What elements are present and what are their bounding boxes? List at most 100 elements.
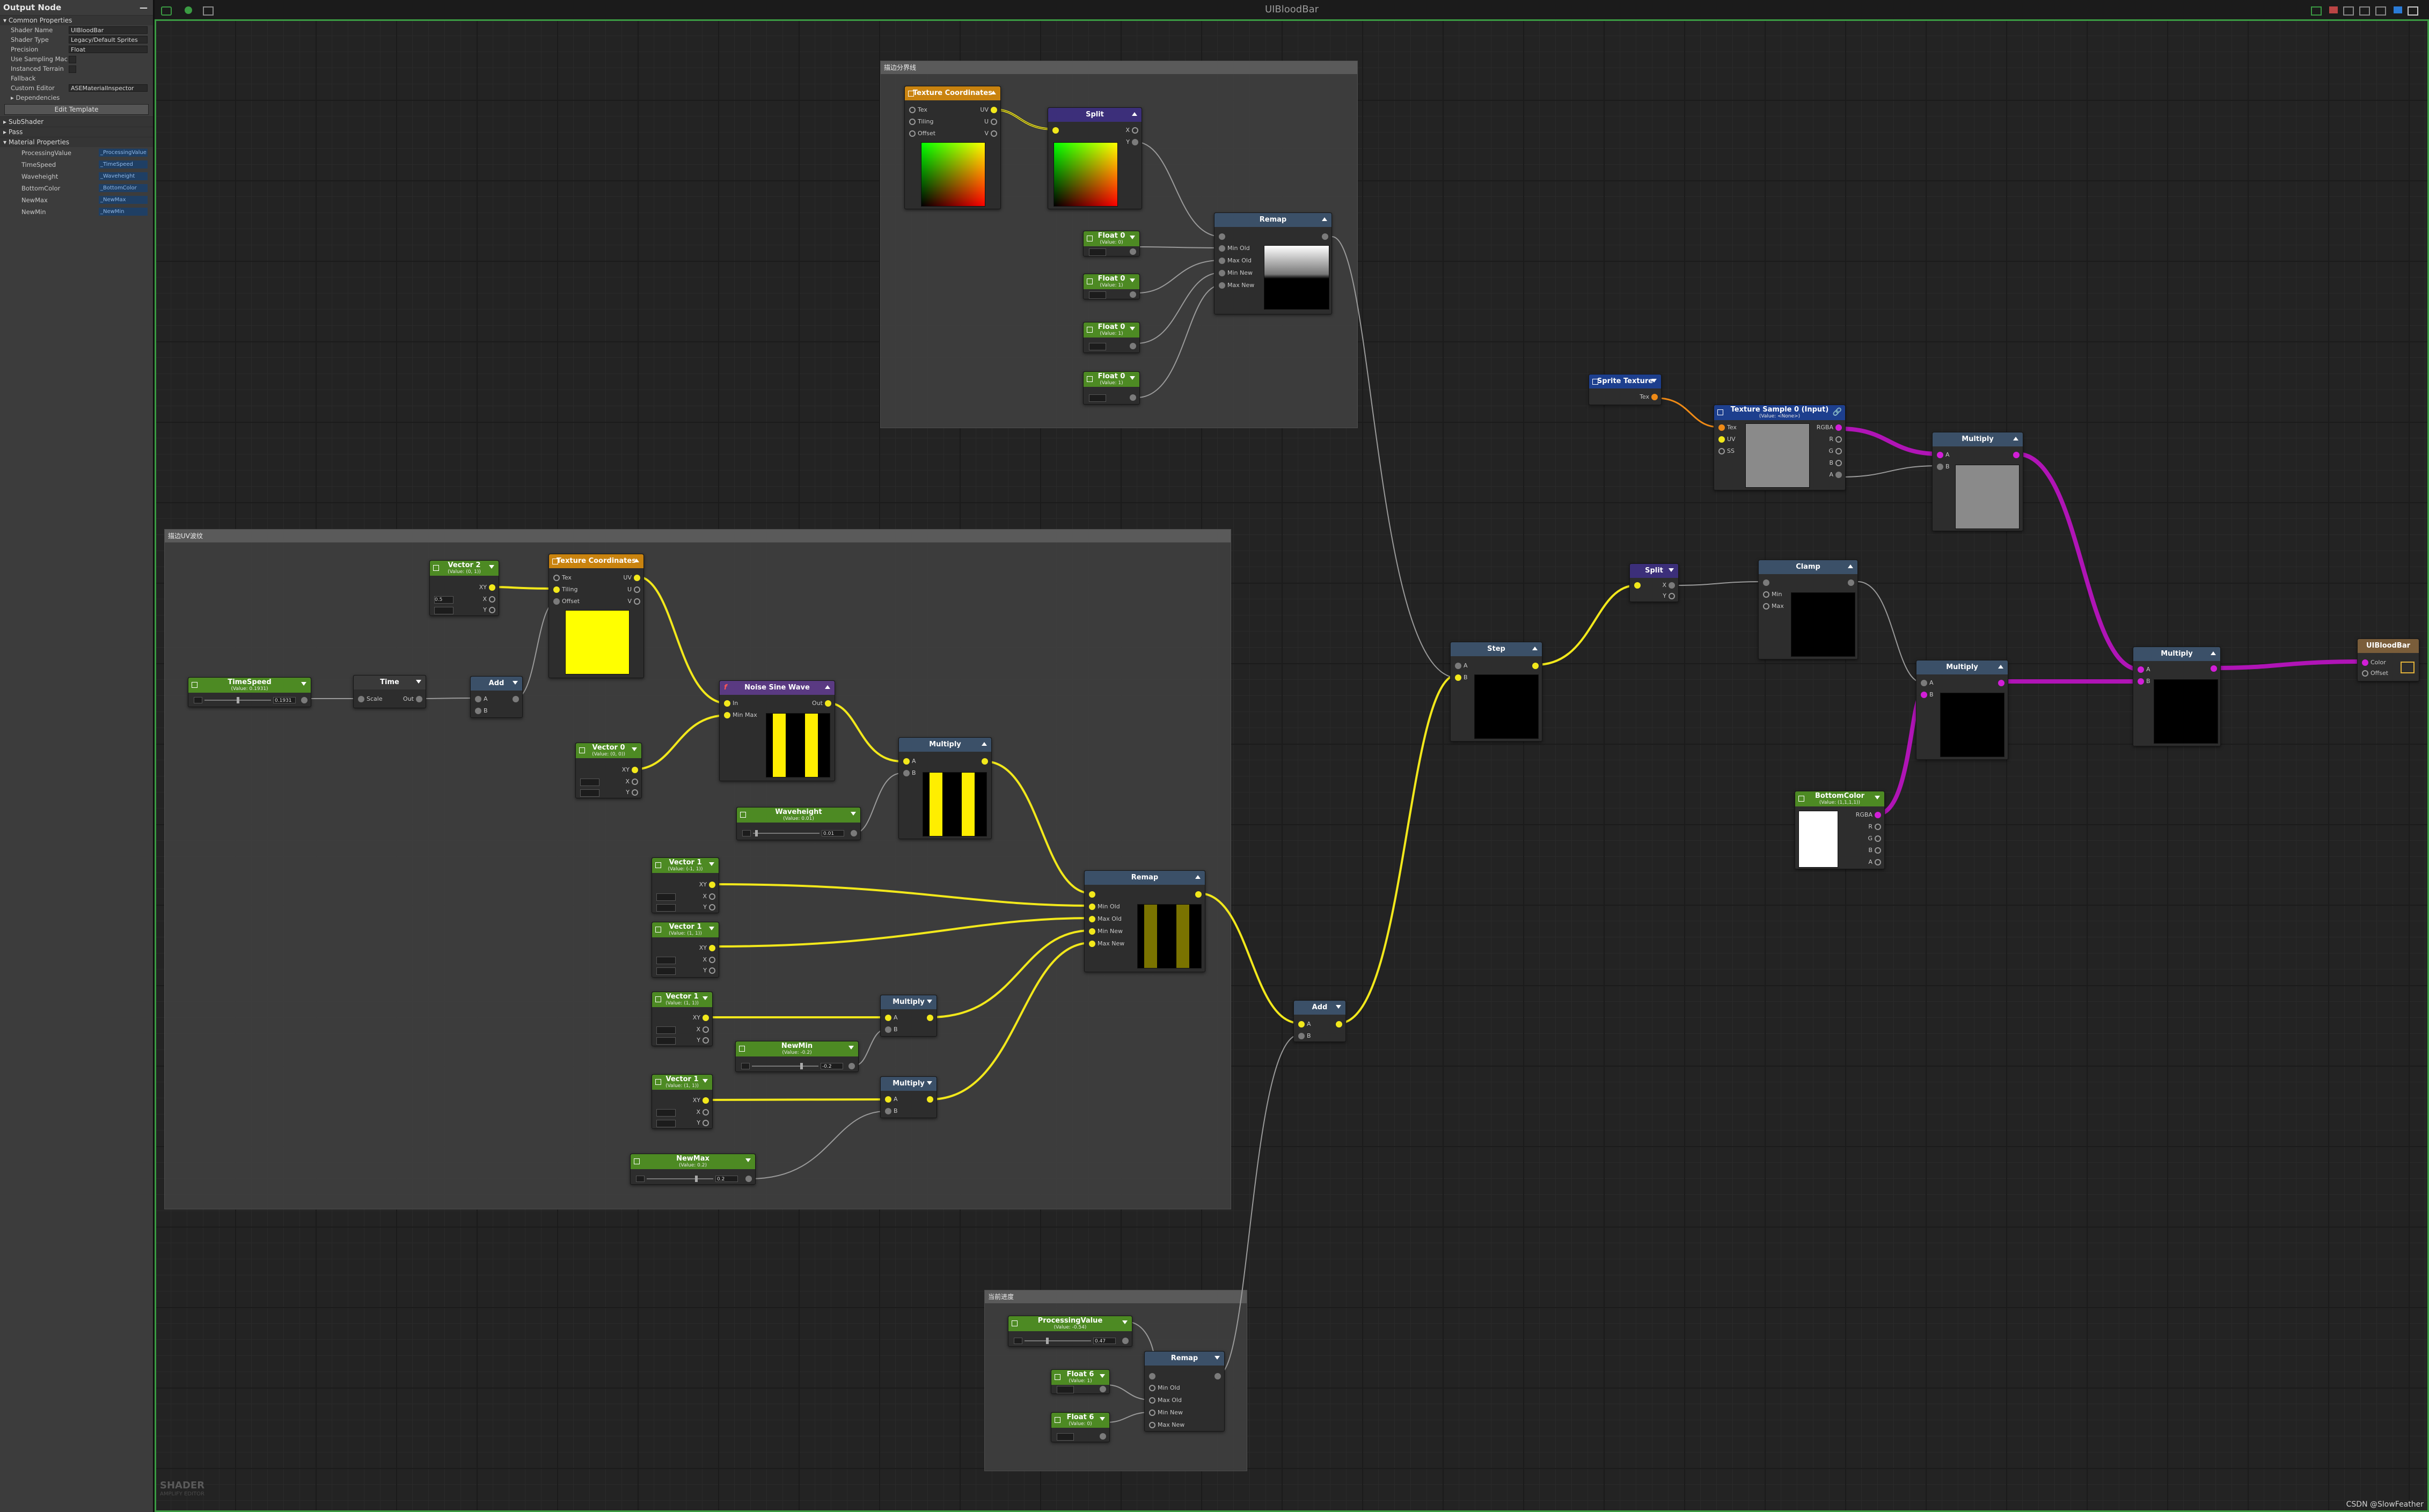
output-port[interactable] <box>513 696 519 702</box>
slider-knob[interactable] <box>695 1176 698 1182</box>
node-header[interactable]: ProcessingValue(Value: -0.54) <box>1008 1316 1132 1331</box>
node-texture-coordinates-top[interactable]: Texture Coordinates Tex Tiling Offset UV… <box>904 86 1001 209</box>
output-port[interactable] <box>703 1015 709 1021</box>
input-port[interactable] <box>1718 424 1725 431</box>
node-header[interactable]: Vector 1(Value: (1, 1)) <box>652 1075 712 1090</box>
input-port[interactable] <box>475 696 481 702</box>
node-header[interactable]: Remap <box>1085 871 1205 885</box>
node-texture-sample[interactable]: Texture Sample 0 (Input)(Value: <None>)🔗… <box>1714 405 1846 490</box>
output-port[interactable] <box>1848 579 1854 586</box>
node-header[interactable]: Split <box>1630 564 1678 578</box>
output-port[interactable] <box>851 830 857 836</box>
input-port[interactable] <box>1937 464 1943 470</box>
node-vector1-a[interactable]: Vector 1(Value: (-1, 1)) XY X Y <box>652 857 719 913</box>
edit-template-button[interactable]: Edit Template <box>4 104 149 115</box>
input-port[interactable] <box>1455 674 1461 681</box>
x-value-field[interactable] <box>580 779 599 786</box>
node-clamp[interactable]: Clamp Min Max <box>1758 560 1858 659</box>
input-port[interactable] <box>553 586 560 593</box>
output-port[interactable] <box>709 904 715 911</box>
output-port[interactable] <box>1835 448 1842 454</box>
input-port[interactable] <box>903 758 910 765</box>
newmax-slider[interactable]: 0.2 <box>636 1176 738 1182</box>
output-port[interactable] <box>1195 891 1202 898</box>
output-port[interactable] <box>709 893 715 900</box>
y-value-field[interactable] <box>580 789 599 797</box>
output-port[interactable] <box>703 1097 709 1104</box>
output-port[interactable] <box>2211 665 2217 672</box>
material-prop-row[interactable]: NewMax_NewMax <box>0 194 153 206</box>
input-port[interactable] <box>1718 448 1725 454</box>
color-swatch[interactable] <box>1798 811 1838 868</box>
output-port[interactable] <box>709 945 715 951</box>
slider-knob[interactable] <box>755 830 758 836</box>
float-value-field[interactable] <box>1089 343 1106 350</box>
collapse-icon[interactable] <box>703 996 708 1000</box>
input-port[interactable] <box>1052 127 1059 134</box>
x-value-field[interactable] <box>656 1109 676 1117</box>
collapse-icon[interactable] <box>709 862 714 866</box>
output-port[interactable] <box>1122 1338 1129 1344</box>
collapse-icon[interactable] <box>1669 568 1674 572</box>
float-value-field[interactable] <box>1057 1386 1074 1393</box>
collapse-icon[interactable] <box>1532 647 1538 650</box>
output-port[interactable] <box>1875 859 1881 865</box>
output-port[interactable] <box>1875 812 1881 818</box>
node-header[interactable]: Remap <box>1214 213 1331 227</box>
node-header[interactable]: Float 0(Value: 1) <box>1084 372 1139 387</box>
output-port[interactable] <box>489 596 495 603</box>
input-port[interactable] <box>2362 659 2368 666</box>
node-header[interactable]: Add <box>471 677 522 691</box>
collapse-icon[interactable] <box>1130 327 1135 331</box>
node-header[interactable]: NewMax(Value: 0.2) <box>631 1154 755 1169</box>
selection-icon[interactable] <box>2375 6 2386 16</box>
collapse-icon[interactable] <box>416 680 421 684</box>
node-header[interactable]: Vector 1(Value: (1, 1)) <box>652 992 712 1007</box>
input-port[interactable] <box>2138 666 2144 673</box>
output-port[interactable] <box>1875 835 1881 842</box>
collapse-icon[interactable] <box>1998 665 2003 669</box>
input-port[interactable] <box>885 1096 891 1103</box>
node-multiply-c[interactable]: Multiply A B <box>880 995 937 1037</box>
collapse-icon[interactable] <box>848 1046 854 1049</box>
node-vector1-d[interactable]: Vector 1(Value: (1, 1)) XY X Y <box>652 1074 713 1129</box>
input-port[interactable] <box>1089 904 1095 910</box>
node-bottomcolor[interactable]: BottomColor(Value: (1,1,1,1)) RGBA R G B… <box>1795 791 1885 869</box>
output-port[interactable] <box>634 575 640 581</box>
slider-min-field[interactable] <box>742 830 751 836</box>
node-header[interactable]: Texture Coordinates <box>905 86 1000 100</box>
node-float-top-3[interactable]: Float 0(Value: 1) <box>1083 322 1140 353</box>
collapse-icon[interactable] <box>927 1000 932 1003</box>
node-header[interactable]: Multiply <box>1933 432 2023 446</box>
node-header[interactable]: Multiply <box>881 995 937 1009</box>
output-port[interactable] <box>1100 1386 1106 1392</box>
collapse-icon[interactable] <box>2211 651 2216 655</box>
node-header[interactable]: Clamp <box>1759 560 1857 574</box>
node-split-mid[interactable]: Split X Y <box>1629 563 1679 602</box>
node-add-mid[interactable]: Add A B <box>470 676 523 718</box>
output-port[interactable] <box>1322 233 1328 240</box>
slider-min-field[interactable] <box>194 697 202 703</box>
shader-name-field[interactable]: UIBloodBar <box>69 26 148 34</box>
material-prop-row[interactable]: BottomColor_BottomColor <box>0 182 153 194</box>
input-port[interactable] <box>1149 1397 1155 1404</box>
node-split-top[interactable]: Split X Y <box>1048 107 1142 209</box>
node-step[interactable]: Step A B <box>1450 642 1542 742</box>
input-port[interactable] <box>885 1108 891 1114</box>
output-port[interactable] <box>1669 593 1675 599</box>
input-port[interactable] <box>1149 1385 1155 1391</box>
input-port[interactable] <box>1149 1373 1155 1379</box>
node-output[interactable]: UIBloodBar Color Offset <box>2357 638 2419 681</box>
output-port[interactable] <box>1835 436 1842 443</box>
material-prop-row[interactable]: Waveheight_Waveheight <box>0 171 153 182</box>
node-newmax[interactable]: NewMax(Value: 0.2) 0.2 <box>630 1154 756 1185</box>
input-port[interactable] <box>1455 663 1461 669</box>
collapse-icon[interactable] <box>1130 278 1135 282</box>
node-sprite-texture[interactable]: Sprite Texture Tex <box>1589 374 1662 405</box>
output-port[interactable] <box>1669 582 1675 589</box>
node-newmin[interactable]: NewMin(Value: -0.2) -0.2 <box>735 1041 859 1072</box>
collapse-icon[interactable] <box>301 682 306 686</box>
node-timespeed[interactable]: TimeSpeed(Value: 0.1931) 0.1931 <box>188 677 311 707</box>
collapse-icon[interactable] <box>1132 112 1137 116</box>
